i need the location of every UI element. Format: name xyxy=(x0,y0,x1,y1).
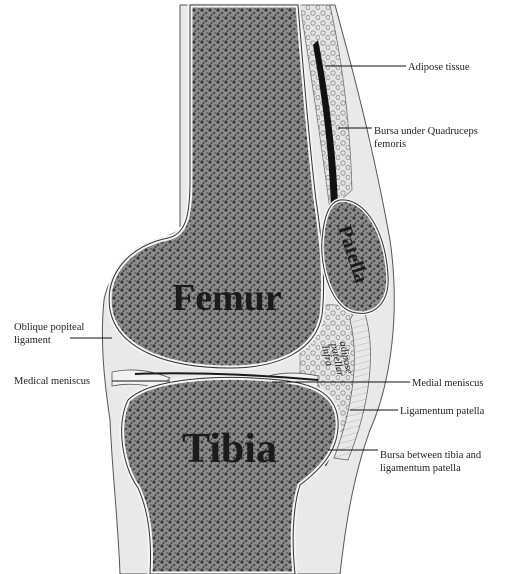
tibia-label: Tibia xyxy=(182,426,277,472)
label-bursa-quadriceps-line1: Bursa under Quadruceps xyxy=(374,126,478,137)
label-oblique-popliteal-line2: ligament xyxy=(14,335,51,346)
label-oblique-popliteal-line1: Oblique popiteal xyxy=(14,322,84,333)
label-ligamentum-patella: Ligamentum patella xyxy=(400,406,485,417)
label-medical-meniscus: Medical meniscus xyxy=(14,376,90,387)
label-bursa-tibia-line1: Bursa between tibia and xyxy=(380,450,482,461)
label-bursa-tibia-line2: ligamentum patella xyxy=(380,463,461,474)
femur-label: Femur xyxy=(172,277,282,319)
label-medial-meniscus: Medial meniscus xyxy=(412,378,483,389)
label-adipose-tissue: Adipose tissue xyxy=(408,62,470,73)
label-bursa-quadriceps-line2: femoris xyxy=(374,139,406,150)
